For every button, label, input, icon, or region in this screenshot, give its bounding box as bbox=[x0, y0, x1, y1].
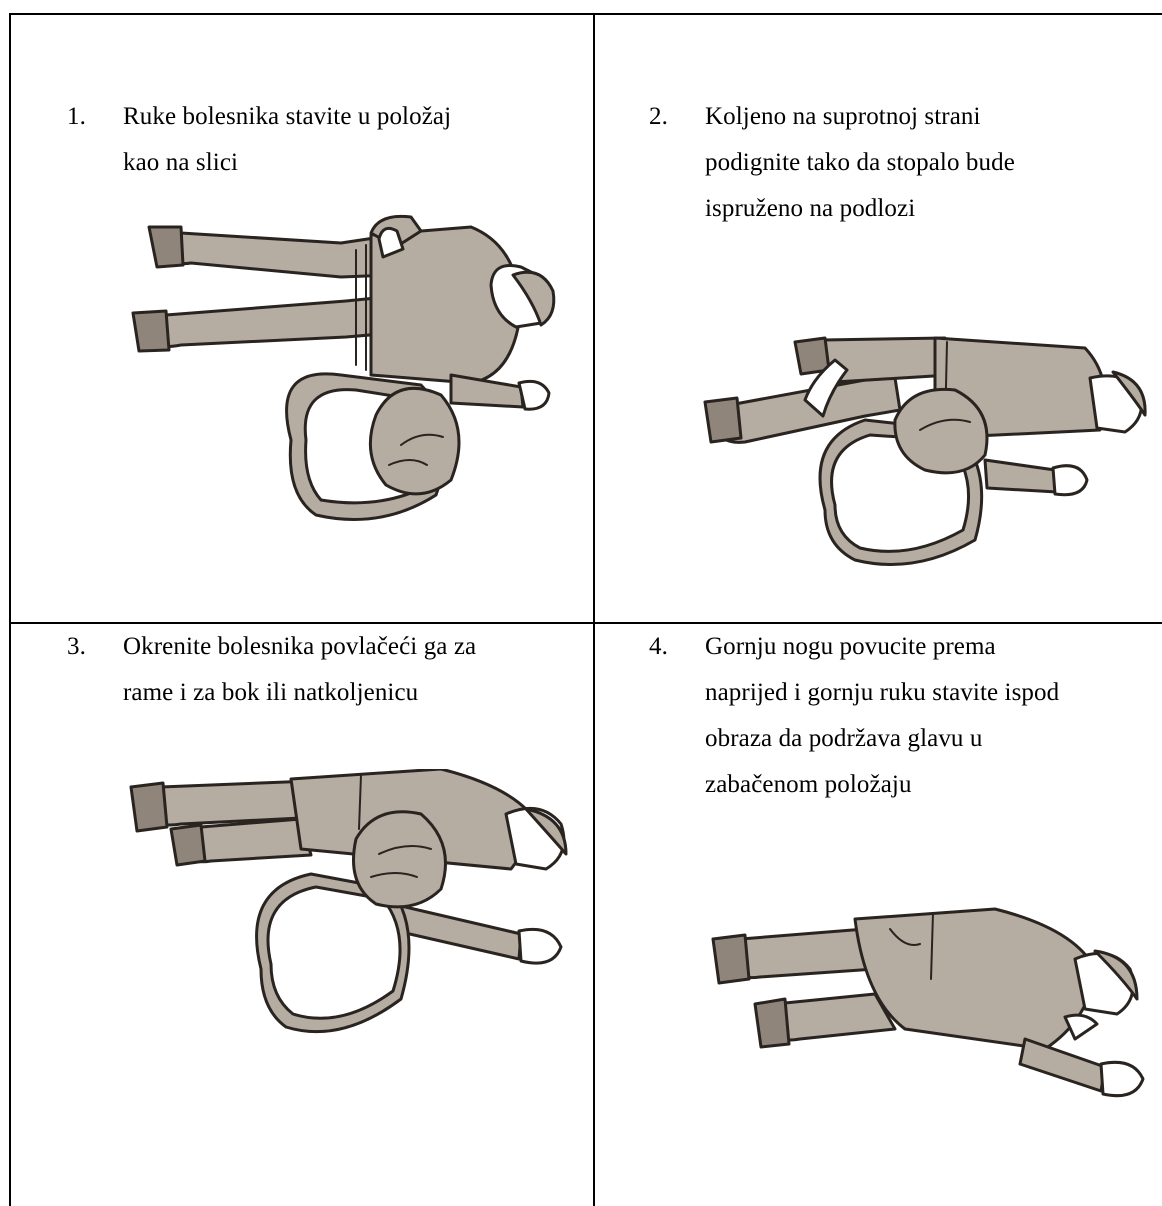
step-cell-4: 4. Gornju nogu povucite prema naprijed i… bbox=[595, 624, 1162, 1206]
step-description: Koljeno na suprotnoj strani podignite ta… bbox=[705, 94, 1015, 232]
step-number: 3. bbox=[67, 624, 86, 670]
person-lying-on-back-rescuer-kneeling-icon bbox=[121, 205, 561, 535]
step-1-text: 1. Ruke bolesnika stavite u položaj kao … bbox=[67, 94, 587, 194]
step-4-text: 4. Gornju nogu povucite prema naprijed i… bbox=[649, 624, 1154, 814]
step-cell-1: 1. Ruke bolesnika stavite u položaj kao … bbox=[11, 15, 593, 622]
step-3-text: 3. Okrenite bolesnika povlačeći ga za ra… bbox=[67, 624, 587, 724]
rescuer-rolling-patient-icon bbox=[121, 769, 571, 1049]
step-number: 2. bbox=[649, 94, 668, 140]
step-description: Ruke bolesnika stavite u položaj kao na … bbox=[123, 94, 451, 186]
rescuer-raising-knee-icon bbox=[695, 320, 1155, 575]
step-number: 1. bbox=[67, 94, 86, 140]
step-number: 4. bbox=[649, 624, 668, 670]
step-2-text: 2. Koljeno na suprotnoj strani podignite… bbox=[649, 94, 1154, 244]
step-description: Gornju nogu povucite prema naprijed i go… bbox=[705, 624, 1059, 808]
step-cell-2: 2. Koljeno na suprotnoj strani podignite… bbox=[595, 15, 1162, 622]
step-description: Okrenite bolesnika povlačeći ga za rame … bbox=[123, 624, 476, 716]
recovery-position-icon bbox=[705, 899, 1150, 1109]
step-cell-3: 3. Okrenite bolesnika povlačeći ga za ra… bbox=[11, 624, 593, 1206]
